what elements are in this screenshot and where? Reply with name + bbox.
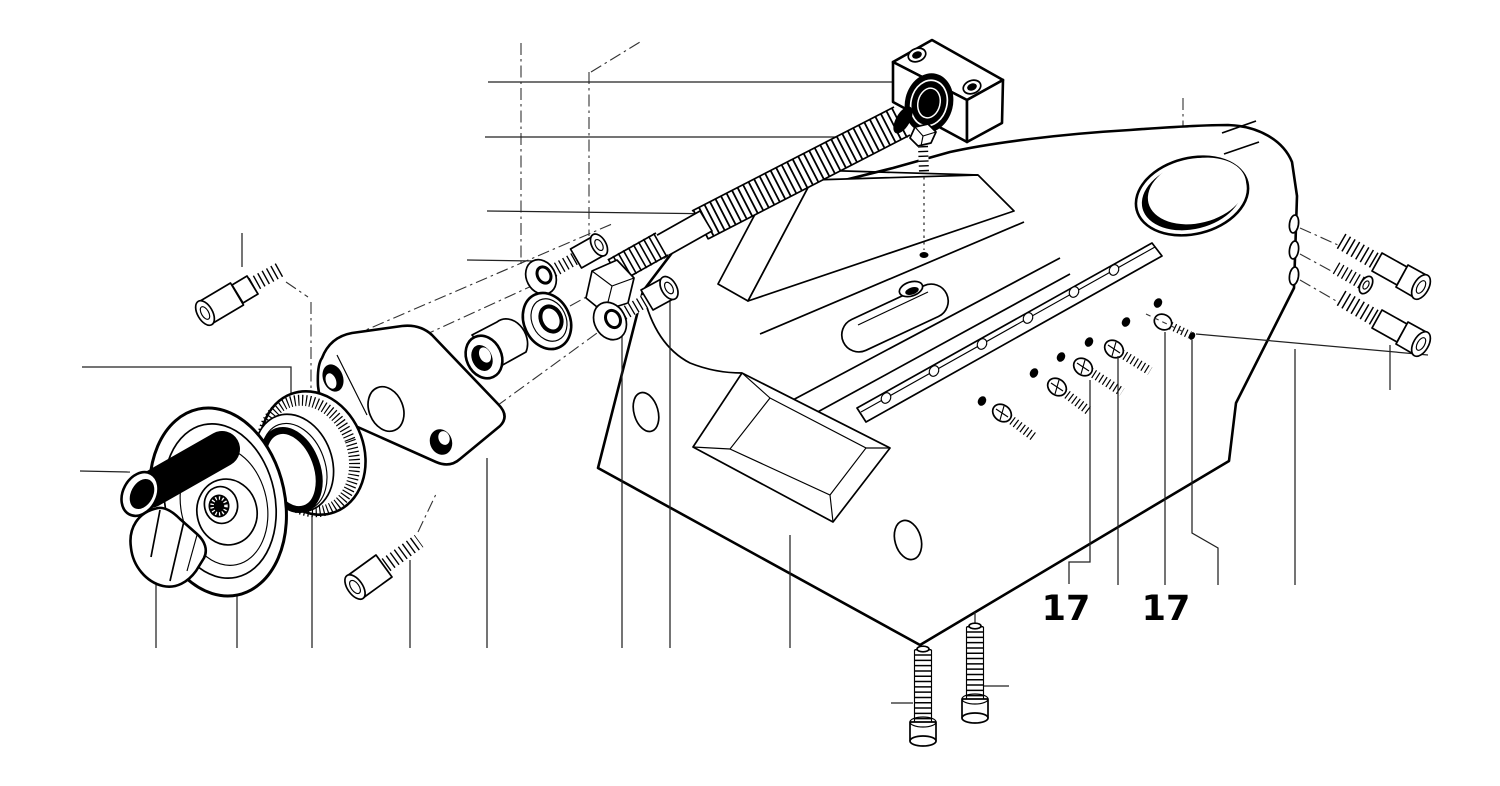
gib-screw-holes <box>977 298 1163 406</box>
side-holes <box>1288 214 1300 286</box>
set-screw <box>1332 262 1374 295</box>
crank-handle <box>120 431 240 518</box>
lead-screw <box>585 106 913 312</box>
socket-screw-lower-left <box>344 534 424 601</box>
bracket-slot <box>367 385 405 433</box>
screw-upper <box>549 233 609 277</box>
gib-screws <box>991 313 1196 441</box>
guide-bore <box>1134 120 1260 237</box>
back-wall-front <box>747 174 1015 302</box>
base-hole-bottom <box>893 519 923 561</box>
way-slot <box>840 283 950 353</box>
callout-17-right: 17 <box>1142 589 1191 629</box>
base-screw <box>961 622 989 724</box>
leader-lines-bottom <box>155 298 1296 648</box>
base-hole-left <box>632 391 660 433</box>
gib-screw <box>1103 339 1153 375</box>
base-screw <box>909 645 937 747</box>
vise-body <box>596 120 1300 647</box>
callout-17-left: 17 <box>1042 589 1091 629</box>
gib-strip <box>856 242 1163 423</box>
screw-lower <box>619 275 679 320</box>
side-screws <box>1145 227 1432 390</box>
side-screw-top <box>1336 233 1432 301</box>
cap-nut <box>129 506 208 588</box>
gib-screw <box>1072 357 1125 396</box>
base-screws <box>891 612 1009 747</box>
nut-block-screws <box>907 47 982 95</box>
spacer-bushing <box>464 318 529 380</box>
bearing-bracket <box>316 324 506 466</box>
side-screw-bottom <box>1336 290 1432 358</box>
hex-screw <box>898 123 937 298</box>
washer-lower <box>592 301 628 341</box>
gib-screw <box>1046 377 1092 415</box>
washer-upper <box>524 258 558 296</box>
callouts: 17 17 <box>1042 589 1191 629</box>
handwheel-bore <box>208 494 230 518</box>
thrust-bearing <box>521 291 573 351</box>
nut-block <box>891 38 1005 144</box>
socket-screw-upper-left <box>194 262 285 327</box>
gib-screw <box>991 403 1037 441</box>
callout-leader-left <box>1068 380 1091 584</box>
